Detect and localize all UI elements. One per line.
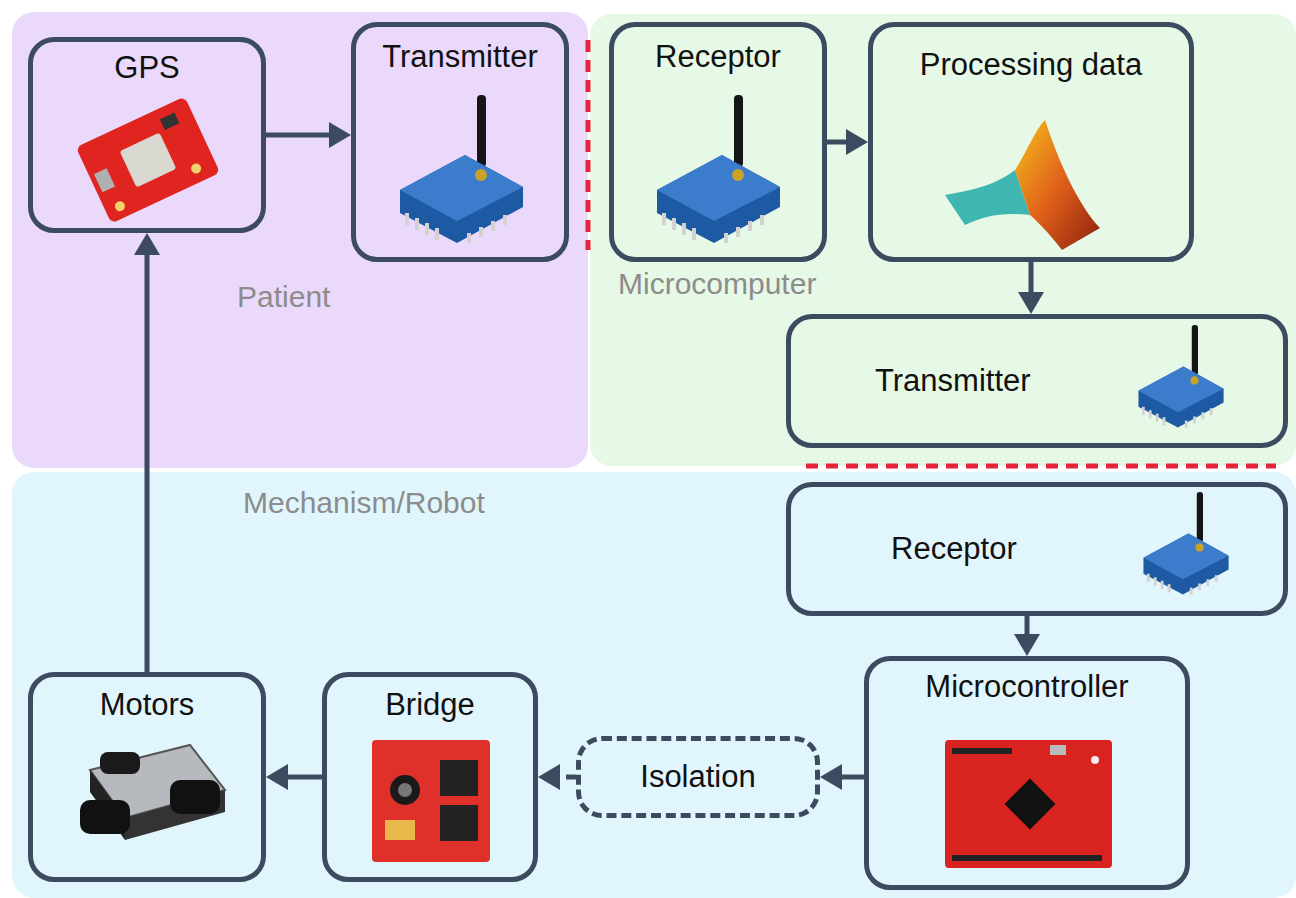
process-box: Transmitter	[786, 314, 1288, 448]
region-band: Patient GPS Transmitter	[12, 12, 588, 468]
xbee-module	[400, 95, 523, 243]
microcontroller-board	[945, 740, 1112, 868]
process-box: GPS	[28, 37, 266, 233]
connector-line	[558, 775, 576, 780]
box-label: Bridge	[385, 687, 475, 723]
process-box: Bridge	[322, 672, 538, 882]
motor-chassis	[80, 745, 225, 840]
flow-arrow	[266, 764, 322, 790]
flow-arrow	[134, 233, 160, 672]
bridge-board	[372, 740, 490, 862]
region-band: Mechanism/RobotReceptorMicrocontrollerIs…	[12, 472, 1296, 898]
connector-line	[145, 253, 150, 672]
connector-line	[1029, 262, 1034, 294]
region-label: Patient	[237, 280, 330, 315]
box-label: Microcontroller	[925, 669, 1128, 705]
box-label: Isolation	[640, 759, 755, 795]
process-box: Receptor	[609, 22, 827, 262]
connector-line	[286, 775, 322, 780]
arrow-head	[1014, 634, 1040, 656]
gps-board	[76, 97, 220, 224]
box-label: Transmitter	[875, 363, 1031, 399]
wireless-boundary	[806, 464, 1276, 469]
xbee-module	[1143, 492, 1228, 594]
xbee-module	[1138, 325, 1223, 427]
flow-arrow	[266, 122, 351, 148]
connector-line	[1025, 616, 1030, 636]
flow-arrow	[1018, 262, 1044, 314]
box-label: GPS	[114, 50, 179, 86]
arrow-head	[266, 764, 288, 790]
arrow-head	[538, 764, 560, 790]
process-box: Transmitter	[351, 22, 569, 262]
region-band: Microcomputer Receptor Processing dataTran…	[590, 14, 1296, 466]
arrow-head	[1018, 292, 1044, 314]
process-box: Motors	[28, 672, 266, 882]
box-label: Receptor	[655, 39, 781, 75]
wireless-boundary	[586, 40, 591, 250]
region-label: Mechanism/Robot	[243, 486, 485, 521]
arrow-head	[846, 129, 868, 155]
box-label: Transmitter	[382, 39, 538, 75]
xbee-module	[657, 95, 780, 243]
flow-arrow	[820, 764, 864, 790]
connector-line	[266, 133, 331, 138]
process-box: Microcontroller	[864, 656, 1190, 890]
box-label: Receptor	[891, 531, 1017, 567]
arrow-head	[134, 233, 160, 255]
matlab-logo	[945, 120, 1100, 250]
band-ground	[12, 12, 588, 468]
box-label: Processing data	[920, 47, 1142, 83]
optional-box: Isolation	[576, 736, 820, 818]
connector-line	[827, 140, 848, 145]
flow-arrow	[1014, 616, 1040, 656]
process-box: Receptor	[786, 482, 1288, 616]
band-ground	[590, 14, 1296, 466]
region-label: Microcomputer	[618, 267, 816, 302]
flow-arrow	[538, 764, 576, 790]
box-label: Motors	[100, 687, 195, 723]
arrow-head	[329, 122, 351, 148]
arrow-head	[820, 764, 842, 790]
band-ground	[12, 472, 1296, 898]
process-box: Processing data	[868, 22, 1194, 262]
connector-line	[840, 775, 864, 780]
flow-arrow	[827, 129, 868, 155]
